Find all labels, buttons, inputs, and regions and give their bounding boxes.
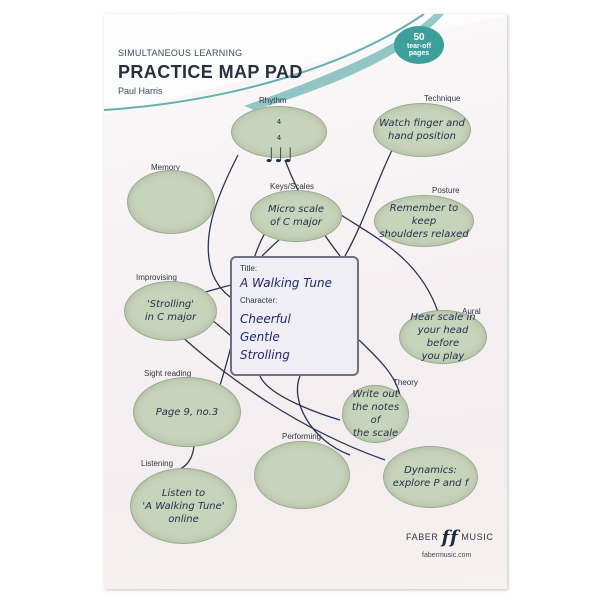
series-title: SIMULTANEOUS LEARNING bbox=[118, 48, 243, 58]
listening-label: Listening bbox=[141, 459, 174, 468]
posture-label: Posture bbox=[432, 186, 460, 195]
tear-off-badge: 50 tear-off pages bbox=[394, 26, 444, 64]
technique-bubble[interactable]: Watch finger and hand position bbox=[373, 103, 471, 157]
header-swoosh bbox=[104, 14, 507, 114]
quarter-notes-icon: ♩♩♩ bbox=[264, 142, 294, 167]
theory-label: Theory bbox=[393, 378, 418, 387]
sight-reading-bubble[interactable]: Page 9, no.3 bbox=[133, 377, 241, 447]
performing-bubble[interactable] bbox=[254, 441, 350, 509]
dynamics-bubble[interactable]: Dynamics: explore P and f bbox=[383, 446, 478, 508]
keys-scales-label: Keys/Scales bbox=[270, 182, 315, 191]
connector-line bbox=[296, 375, 351, 456]
character-label: Character: bbox=[240, 296, 278, 305]
publisher-website: fabermusic.com bbox=[422, 552, 472, 559]
rhythm-bubble[interactable]: 4 4 ♩♩♩ bbox=[231, 106, 327, 167]
character-value-3: Strolling bbox=[240, 348, 290, 362]
technique-label: Technique bbox=[424, 94, 461, 103]
character-value-1: Cheerful bbox=[240, 312, 291, 326]
theory-bubble[interactable]: Write out the notes of the scale bbox=[342, 385, 409, 443]
author-name: Paul Harris bbox=[118, 86, 163, 96]
time-signature: 4 4 bbox=[277, 110, 281, 142]
connector-line bbox=[344, 147, 394, 257]
title-label: Title: bbox=[240, 264, 258, 273]
logo-right: MUSIC bbox=[461, 532, 494, 542]
badge-count: 50 bbox=[413, 32, 425, 43]
faber-music-logo: FABER ff MUSIC bbox=[406, 527, 493, 548]
listening-bubble[interactable]: Listen to 'A Walking Tune' online bbox=[130, 468, 237, 544]
rhythm-notation: 4 4 ♩♩♩ bbox=[265, 97, 293, 168]
keys-scales-bubble[interactable]: Micro scale of C major bbox=[250, 190, 342, 242]
badge-line2: tear-off bbox=[406, 43, 432, 50]
pad-title: PRACTICE MAP PAD bbox=[118, 62, 303, 82]
performing-label: Performing bbox=[282, 432, 322, 441]
improvising-bubble[interactable]: 'Strolling' in C major bbox=[124, 281, 217, 341]
connector-line bbox=[179, 334, 386, 461]
character-value-2: Gentle bbox=[240, 330, 280, 344]
time-signature-bottom: 4 bbox=[276, 133, 282, 142]
logo-mark: ff bbox=[441, 527, 459, 548]
connector-line bbox=[340, 214, 439, 313]
rhythm-label: Rhythm bbox=[259, 96, 287, 105]
title-card[interactable]: Title: A Walking Tune Character: Cheerfu… bbox=[230, 256, 359, 376]
sight-reading-label: Sight reading bbox=[144, 369, 192, 378]
aural-bubble[interactable]: Hear scale in your head before you play bbox=[399, 310, 487, 364]
memory-bubble[interactable] bbox=[127, 170, 215, 234]
logo-left: FABER bbox=[406, 532, 439, 542]
memory-label: Memory bbox=[151, 163, 180, 172]
badge-line3: pages bbox=[408, 50, 430, 57]
title-value: A Walking Tune bbox=[240, 276, 332, 290]
time-signature-top: 4 bbox=[276, 117, 282, 126]
posture-bubble[interactable]: Remember to keep shoulders relaxed bbox=[374, 195, 474, 247]
improvising-label: Improvising bbox=[136, 273, 177, 282]
